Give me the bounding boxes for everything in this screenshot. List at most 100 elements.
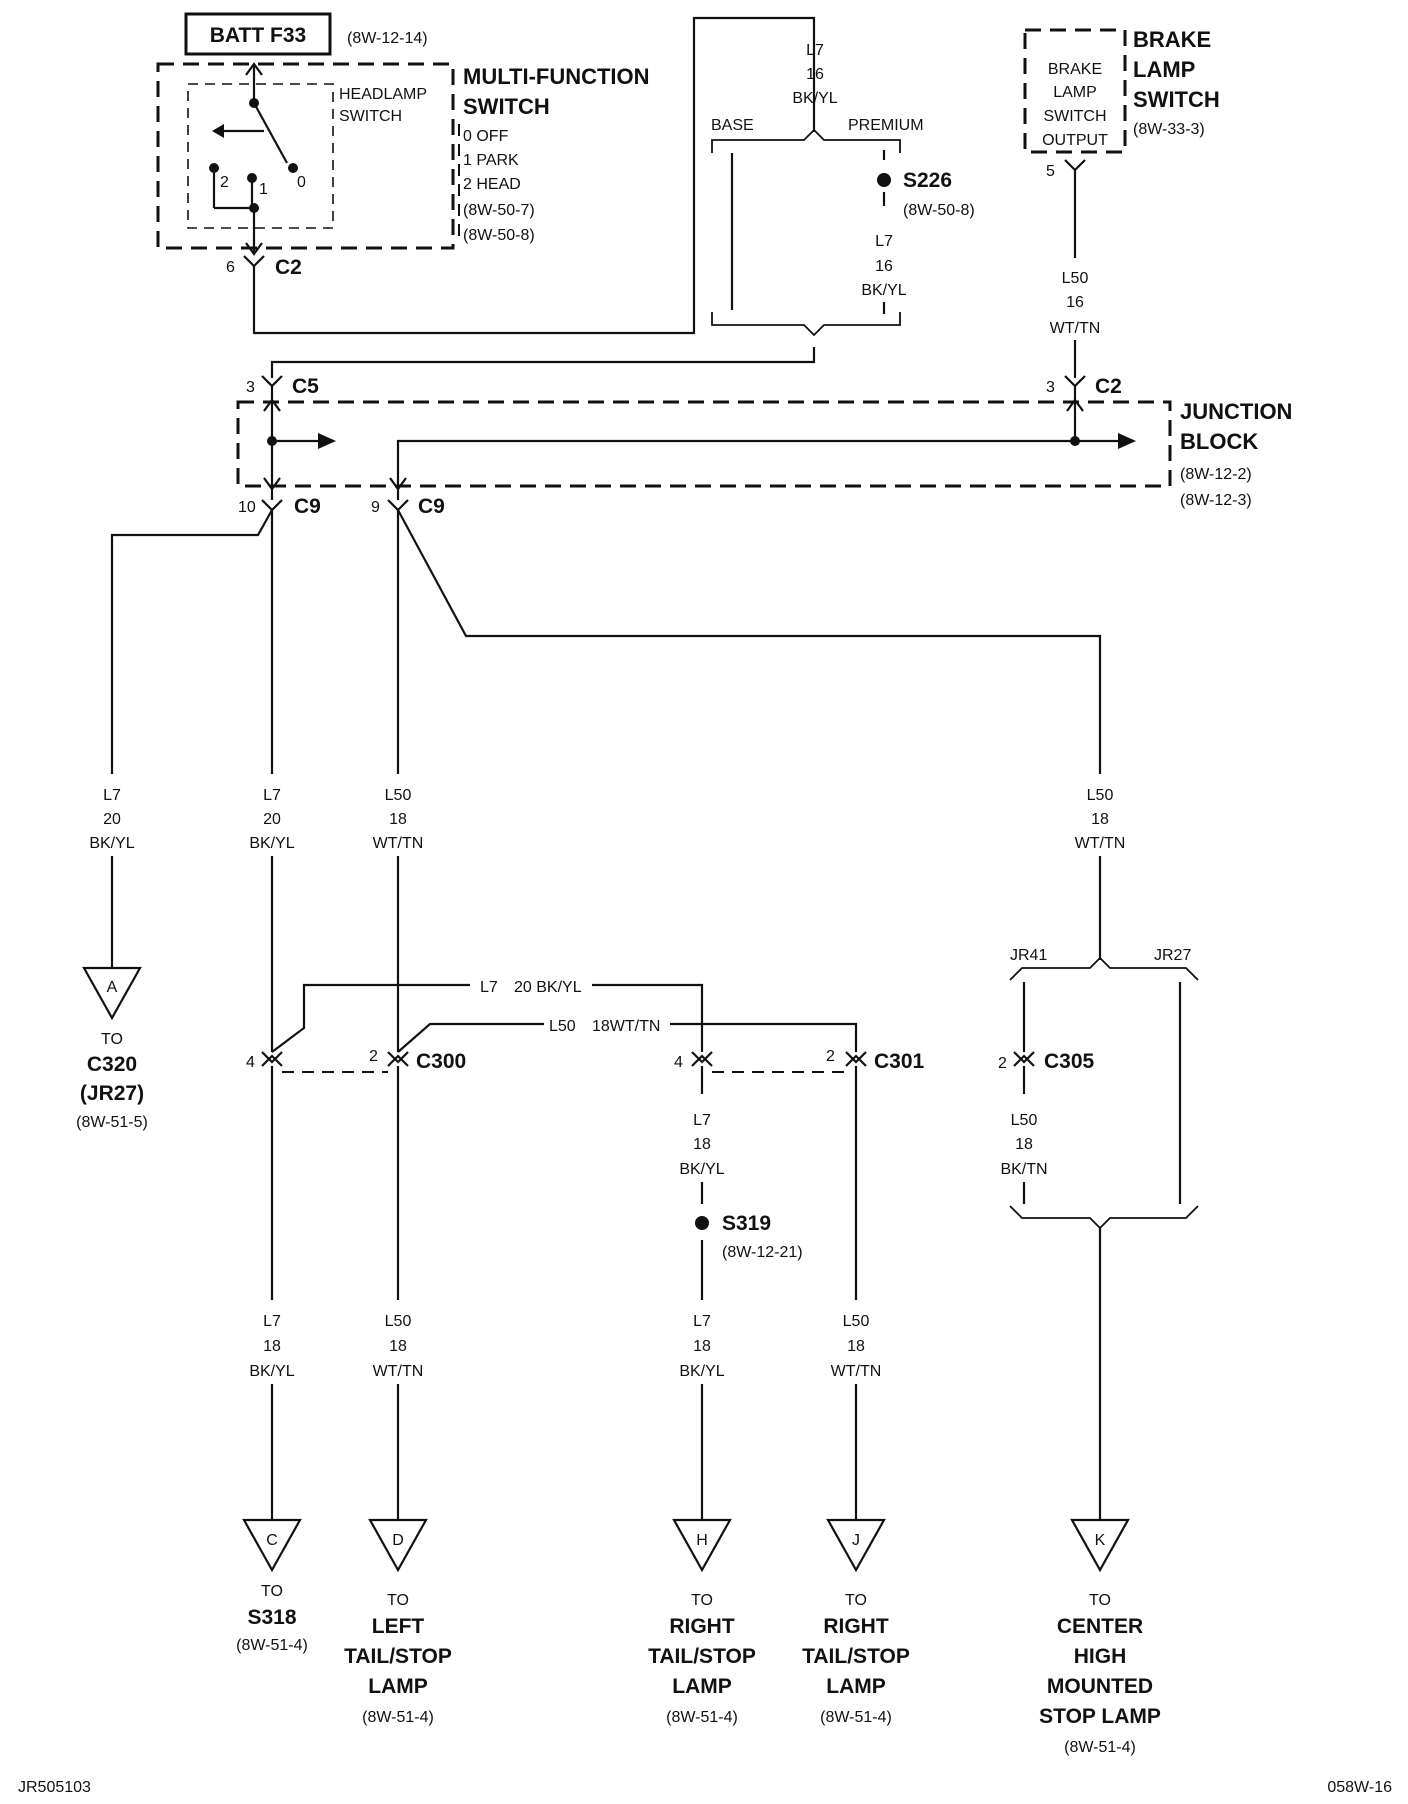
wire-c-label: L50 18 WT/TN	[373, 787, 424, 852]
svg-text:C320: C320	[87, 1053, 137, 1076]
c9-right-connector: C9	[418, 495, 445, 518]
svg-text:3: 3	[246, 379, 255, 396]
jb-ref-1: (8W-12-2)	[1180, 466, 1252, 483]
svg-text:C305: C305	[1044, 1050, 1095, 1073]
dest-k: K TO CENTER HIGH MOUNTED STOP LAMP (8W-5…	[1039, 1518, 1161, 1756]
mfs-ref-2: (8W-50-8)	[463, 227, 535, 244]
batt-label: BATT F33	[210, 24, 306, 47]
svg-text:S318: S318	[247, 1606, 296, 1629]
svg-text:J: J	[852, 1532, 860, 1549]
svg-text:BK/TN: BK/TN	[1000, 1161, 1047, 1178]
svg-text:STOP LAMP: STOP LAMP	[1039, 1705, 1161, 1728]
jb-c5-connector: C5	[292, 375, 319, 398]
s226-ref: (8W-50-8)	[903, 202, 975, 219]
c300-connector: 4 2 C300	[246, 1048, 466, 1073]
svg-text:BK/YL: BK/YL	[679, 1363, 724, 1380]
multi-function-switch: MULTI-FUNCTION SWITCH HEADLAMP SWITCH 0 …	[156, 62, 650, 279]
svg-text:20: 20	[263, 811, 281, 828]
bls-title-2: LAMP	[1133, 57, 1195, 82]
top-wire-l7: L7 16 BK/YL	[792, 42, 837, 107]
pos-num-1: 1	[259, 181, 268, 198]
svg-text:BK/YL: BK/YL	[679, 1161, 724, 1178]
cross-l50-circuit: L50	[549, 1018, 576, 1035]
svg-text:L7: L7	[263, 787, 281, 804]
mfs-title-1: MULTI-FUNCTION	[463, 64, 650, 89]
pos-num-2: 2	[220, 174, 229, 191]
svg-text:WT/TN: WT/TN	[1050, 320, 1101, 337]
batt-f33: BATT F33 (8W-12-14)	[184, 12, 428, 56]
svg-text:TAIL/STOP: TAIL/STOP	[344, 1645, 452, 1668]
junction-block: JUNCTION BLOCK (8W-12-2) (8W-12-3) 3 C5 …	[236, 375, 1292, 509]
svg-text:(8W-51-4): (8W-51-4)	[362, 1709, 434, 1726]
c301-connector: 4 2 C301	[674, 1048, 925, 1073]
svg-text:WT/TN: WT/TN	[373, 1363, 424, 1380]
svg-text:TO: TO	[845, 1592, 867, 1609]
svg-text:BK/YL: BK/YL	[861, 282, 906, 299]
mfs-position-2: 2 HEAD	[463, 176, 521, 193]
mfs-pin: 6	[226, 259, 235, 276]
svg-text:L50: L50	[1011, 1112, 1038, 1129]
svg-text:2: 2	[826, 1048, 835, 1065]
s319-ref: (8W-12-21)	[722, 1244, 803, 1261]
svg-text:LAMP: LAMP	[672, 1675, 732, 1698]
svg-text:A: A	[107, 979, 118, 996]
svg-text:CENTER: CENTER	[1057, 1615, 1143, 1638]
svg-text:3: 3	[1046, 379, 1055, 396]
svg-text:L50: L50	[385, 787, 412, 804]
svg-text:L50: L50	[1062, 270, 1089, 287]
s319-label: S319	[722, 1212, 771, 1235]
svg-text:LAMP: LAMP	[1053, 84, 1097, 101]
svg-text:(8W-51-5): (8W-51-5)	[76, 1114, 148, 1131]
svg-text:WT/TN: WT/TN	[831, 1363, 882, 1380]
bls-title-3: SWITCH	[1133, 87, 1220, 112]
svg-text:HIGH: HIGH	[1074, 1645, 1127, 1668]
bls-ref: (8W-33-3)	[1133, 121, 1205, 138]
svg-text:(JR27): (JR27)	[80, 1082, 144, 1105]
svg-text:WT/TN: WT/TN	[373, 835, 424, 852]
wire-j-bot-label: L50 18 WT/TN	[831, 1313, 882, 1380]
dest-d: D TO LEFT TAIL/STOP LAMP (8W-51-4)	[344, 1518, 452, 1726]
svg-text:TO: TO	[1089, 1592, 1111, 1609]
headlamp-label-1: HEADLAMP	[339, 86, 427, 103]
jr27-label: JR27	[1154, 947, 1191, 964]
svg-text:16: 16	[875, 258, 893, 275]
svg-text:TO: TO	[261, 1583, 283, 1600]
c9-left-connector: C9	[294, 495, 321, 518]
svg-text:20: 20	[103, 811, 121, 828]
svg-text:D: D	[392, 1532, 404, 1549]
svg-text:TO: TO	[691, 1592, 713, 1609]
dest-a: A TO C320 (JR27) (8W-51-5)	[76, 966, 148, 1131]
svg-text:MOUNTED: MOUNTED	[1047, 1675, 1153, 1698]
wire-d-bot-label: L50 18 WT/TN	[373, 1313, 424, 1380]
svg-text:C301: C301	[874, 1050, 925, 1073]
wire-b-label: L7 20 BK/YL	[249, 787, 294, 852]
s319-splice-dot	[695, 1216, 709, 1230]
svg-text:LEFT: LEFT	[372, 1615, 425, 1638]
footer-right: 058W-16	[1327, 1779, 1392, 1796]
svg-text:18: 18	[389, 1338, 407, 1355]
svg-text:C300: C300	[416, 1050, 466, 1073]
wire-h-top-label: L7 18 BK/YL	[679, 1112, 724, 1178]
premium-label: PREMIUM	[848, 117, 924, 134]
svg-text:TO: TO	[387, 1592, 409, 1609]
svg-text:C: C	[266, 1532, 278, 1549]
headlamp-label-2: SWITCH	[339, 108, 402, 125]
footer-left: JR505103	[18, 1779, 91, 1796]
svg-text:L7: L7	[693, 1313, 711, 1330]
svg-text:L7: L7	[806, 42, 824, 59]
jb-title-1: JUNCTION	[1180, 399, 1292, 424]
brake-lamp-switch: BRAKE LAMP SWITCH OUTPUT BRAKE LAMP SWIT…	[1023, 27, 1220, 180]
s226-splice-dot	[877, 173, 891, 187]
svg-text:4: 4	[674, 1054, 683, 1071]
svg-text:18: 18	[263, 1338, 281, 1355]
svg-text:L7: L7	[263, 1313, 281, 1330]
svg-text:L7: L7	[875, 233, 893, 250]
wire-a-label: L7 20 BK/YL	[89, 787, 134, 852]
svg-text:(8W-51-4): (8W-51-4)	[820, 1709, 892, 1726]
svg-text:(8W-51-4): (8W-51-4)	[666, 1709, 738, 1726]
svg-text:L50: L50	[385, 1313, 412, 1330]
svg-text:LAMP: LAMP	[368, 1675, 428, 1698]
base-label: BASE	[711, 117, 754, 134]
jb-c2-connector: C2	[1095, 375, 1122, 398]
